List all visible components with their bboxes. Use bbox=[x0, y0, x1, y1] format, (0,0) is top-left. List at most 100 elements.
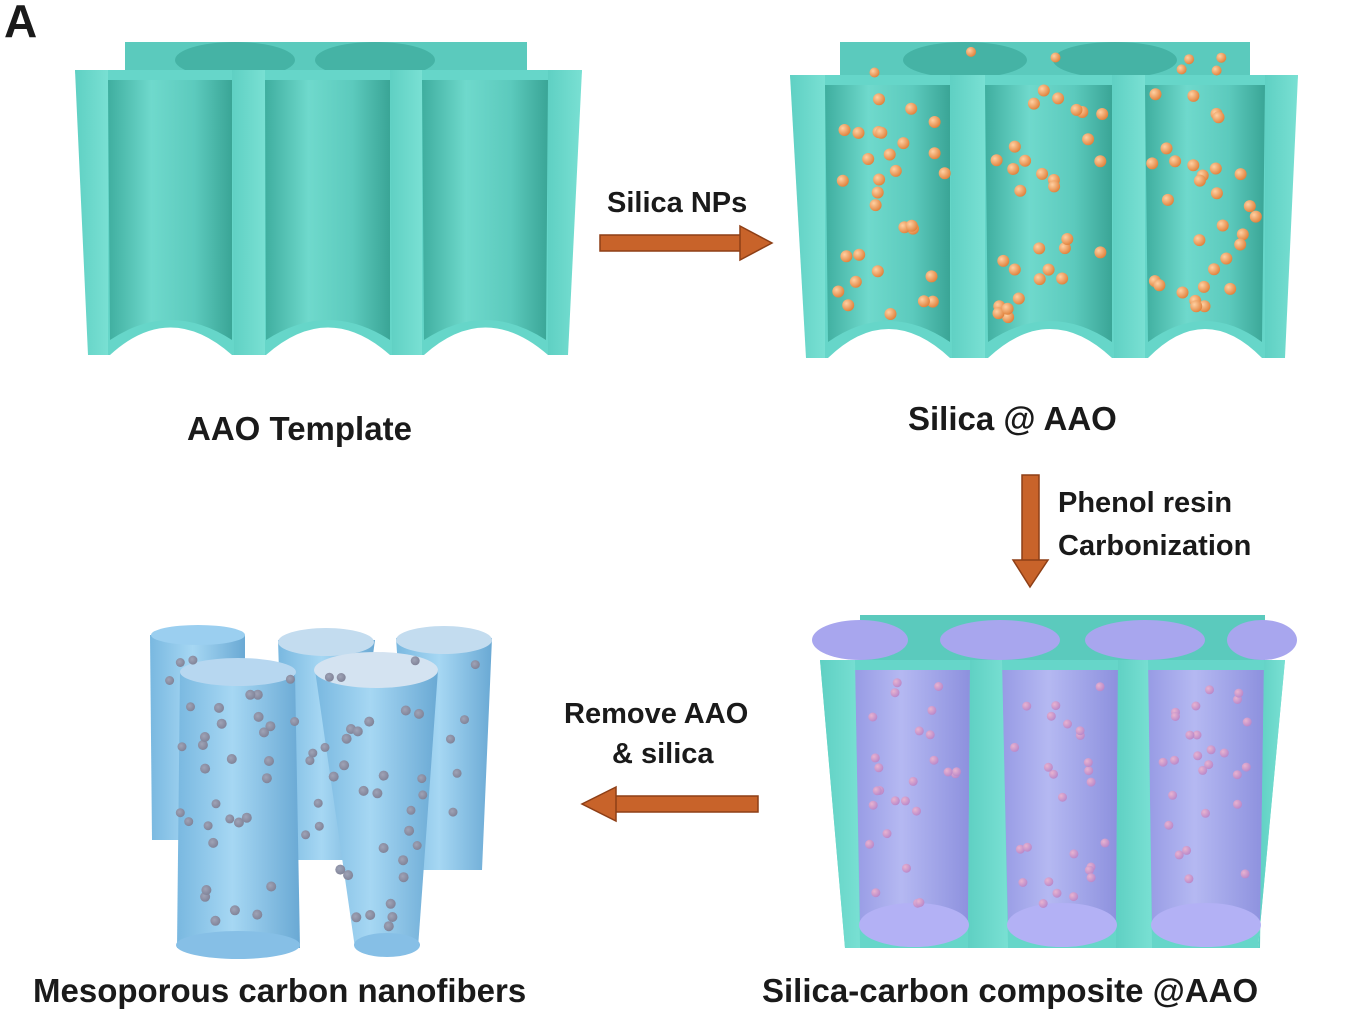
arrow-step2 bbox=[1011, 474, 1050, 589]
aao-wall bbox=[548, 70, 582, 355]
step1-label: Silica NPs bbox=[607, 187, 748, 219]
silica-particle bbox=[928, 147, 941, 160]
composite-particle bbox=[1063, 719, 1072, 729]
composite-particle bbox=[1100, 838, 1110, 848]
nanofiber-pore bbox=[261, 773, 272, 784]
composite-particle bbox=[1022, 842, 1032, 852]
silica-particle bbox=[1096, 108, 1109, 120]
composite-particle bbox=[943, 767, 953, 777]
nanofiber-pore bbox=[208, 837, 219, 848]
silica-particle bbox=[836, 174, 849, 187]
composite-particle bbox=[1198, 765, 1208, 775]
silica-particle bbox=[1187, 159, 1200, 172]
silica-nanoparticles bbox=[832, 46, 1262, 324]
composite-particle bbox=[1010, 742, 1020, 752]
composite-particle bbox=[915, 898, 925, 907]
nanofiber-pore bbox=[404, 825, 415, 836]
silica-particle bbox=[990, 154, 1003, 167]
composite-particle bbox=[1191, 701, 1201, 711]
composite-particle bbox=[1084, 865, 1094, 875]
silica-particle bbox=[1216, 52, 1227, 63]
composite-silica-particles bbox=[865, 678, 1252, 908]
nanofiber-pore bbox=[211, 799, 221, 809]
nanofiber-pore bbox=[446, 734, 455, 744]
caption-composite: Silica-carbon composite @AAO bbox=[762, 972, 1259, 1009]
composite-particle bbox=[929, 755, 939, 765]
aao-template-graphic bbox=[75, 42, 582, 355]
aao-wall bbox=[75, 70, 108, 355]
nanofiber-pore bbox=[314, 821, 324, 831]
composite-graphic bbox=[812, 615, 1297, 948]
nanofiber-pore bbox=[470, 660, 480, 670]
composite-particle bbox=[1201, 808, 1210, 818]
composite-particle bbox=[1206, 745, 1216, 755]
silica-particle bbox=[1014, 184, 1027, 197]
composite-particle bbox=[871, 888, 881, 898]
silica-aao-pore-channel bbox=[1145, 85, 1265, 342]
composite-wall bbox=[1116, 660, 1152, 948]
composite-particle bbox=[1043, 762, 1053, 772]
composite-back-tube bbox=[940, 620, 1060, 660]
nanofiber-pore bbox=[210, 915, 221, 926]
silica-particle bbox=[938, 167, 951, 180]
silica-particle bbox=[1007, 163, 1020, 175]
silica-particle bbox=[871, 186, 884, 199]
silica-particle bbox=[871, 265, 884, 278]
composite-back-tube bbox=[1085, 620, 1205, 660]
silica-particle bbox=[832, 285, 845, 298]
silica-particle bbox=[1210, 187, 1223, 200]
silica-particle bbox=[1176, 286, 1189, 299]
nanofiber-pore bbox=[259, 727, 269, 738]
nanofiber-pore bbox=[313, 798, 323, 808]
silica-aao-pore-opening bbox=[1148, 329, 1262, 358]
silica-particle bbox=[1184, 54, 1195, 65]
composite-back-tube bbox=[1227, 620, 1297, 660]
silica-particle bbox=[869, 67, 880, 78]
aao-pore-opening bbox=[110, 327, 232, 355]
composite-particle bbox=[865, 839, 875, 849]
silica-particle bbox=[869, 199, 882, 212]
silica-particle bbox=[1220, 252, 1233, 265]
silica-particle bbox=[1061, 233, 1074, 245]
nanofiber-pore bbox=[385, 898, 396, 909]
silica-particle bbox=[1056, 272, 1069, 285]
nanofiber-pore bbox=[253, 711, 264, 722]
nanofiber-pore bbox=[398, 872, 409, 883]
nanofiber-pore bbox=[245, 689, 256, 700]
composite-particle bbox=[882, 829, 892, 839]
composite-particle bbox=[1234, 688, 1244, 698]
nanofiber-pore bbox=[341, 733, 352, 744]
composite-particle bbox=[1158, 757, 1168, 767]
composite-tube-end bbox=[859, 903, 969, 947]
silica-aao-wall bbox=[1112, 75, 1145, 358]
nanofiber-pore bbox=[414, 708, 424, 719]
silica-particle bbox=[1052, 92, 1065, 105]
composite-particle bbox=[1075, 726, 1085, 736]
composite-particle bbox=[1038, 899, 1048, 908]
silica-particle bbox=[852, 126, 865, 139]
silica-particle bbox=[1058, 242, 1071, 255]
step3-label-line1: Remove AAO bbox=[564, 698, 749, 730]
silica-particle bbox=[1243, 200, 1256, 213]
nanofiber-top bbox=[278, 628, 374, 656]
aao-wall bbox=[232, 70, 265, 355]
aao-back-pore bbox=[175, 42, 295, 78]
silica-particle bbox=[1236, 228, 1249, 241]
nanofiber-pore bbox=[184, 817, 194, 827]
composite-particle bbox=[1051, 701, 1061, 711]
composite-particle bbox=[952, 767, 962, 777]
composite-particle bbox=[1044, 877, 1054, 887]
silica-particle bbox=[1212, 111, 1225, 124]
nanofiber-pore bbox=[378, 770, 389, 781]
composite-tube-end bbox=[1007, 903, 1117, 947]
silica-particle bbox=[840, 250, 853, 263]
silica-particle bbox=[1082, 133, 1095, 146]
nanofibers-graphic bbox=[150, 625, 492, 959]
nanofiber-top bbox=[180, 658, 296, 686]
aao-pore-opening bbox=[266, 327, 390, 355]
aao-pore-channel bbox=[265, 80, 390, 340]
silica-particle bbox=[1094, 155, 1107, 168]
silica-particle bbox=[1070, 103, 1083, 116]
nanofiber-pore bbox=[372, 788, 383, 799]
